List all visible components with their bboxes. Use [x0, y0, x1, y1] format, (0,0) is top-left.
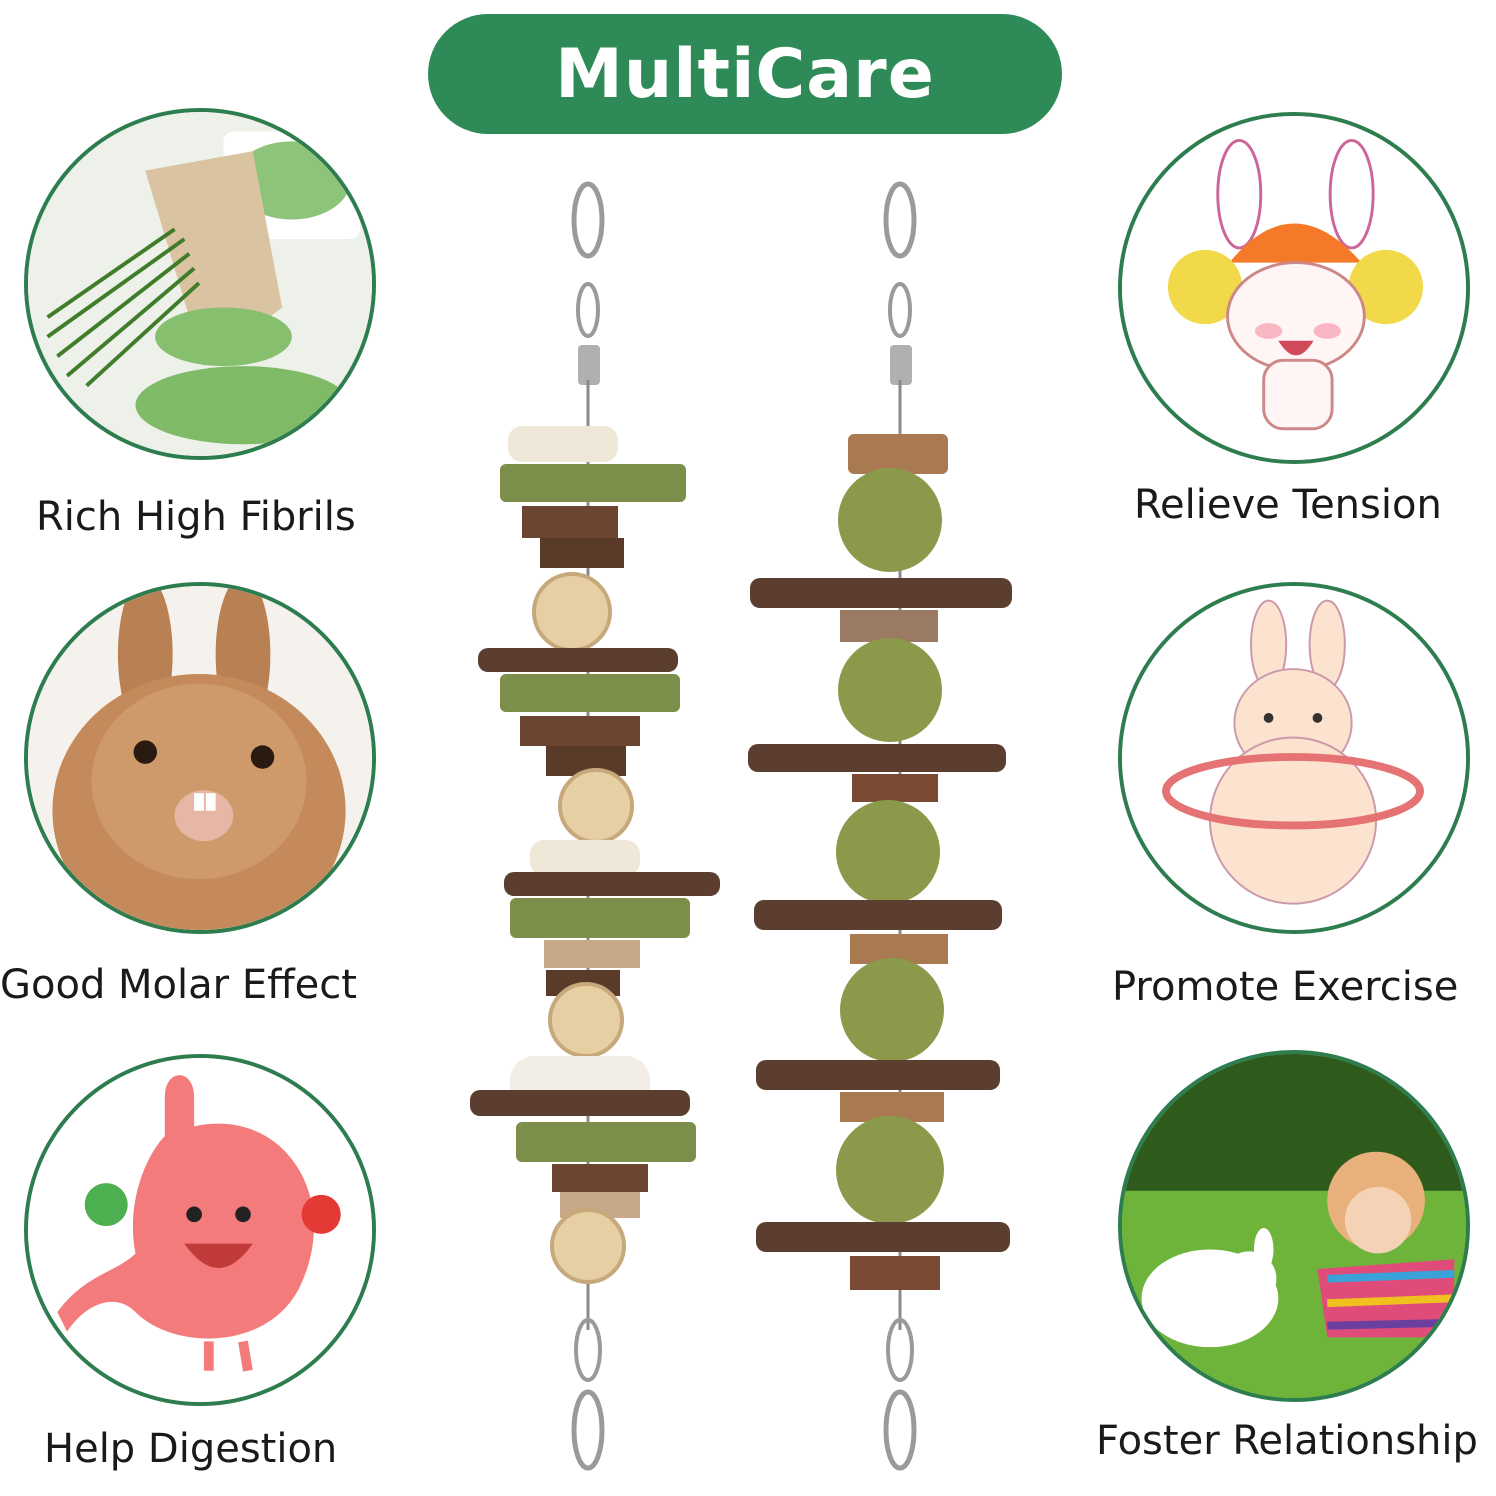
feature-image-fibrils [24, 108, 376, 460]
feature-label-molar: Good Molar Effect [0, 962, 357, 1008]
feature-label-digestion: Help Digestion [44, 1426, 338, 1472]
feature-image-exercise [1118, 582, 1470, 934]
title-banner: MultiCare [428, 14, 1062, 134]
chew-toy-right [748, 181, 1012, 1471]
feature-image-digestion [24, 1054, 376, 1406]
feature-image-relationship [1118, 1050, 1470, 1402]
grass-powder-icon [28, 112, 372, 456]
feature-label-relationship: Foster Relationship [1096, 1418, 1478, 1464]
chew-toy-left [470, 181, 720, 1471]
cheering-bunny-icon [1122, 116, 1466, 460]
hula-hoop-bunny-icon [1122, 586, 1466, 930]
child-with-rabbit-icon [1122, 1054, 1466, 1398]
rabbit-teeth-icon [28, 586, 372, 930]
feature-label-fibrils: Rich High Fibrils [36, 494, 356, 540]
feature-label-exercise: Promote Exercise [1112, 964, 1459, 1010]
page-title: MultiCare [555, 34, 935, 114]
feature-label-tension: Relieve Tension [1134, 482, 1442, 528]
feature-image-tension [1118, 112, 1470, 464]
happy-stomach-icon [28, 1058, 372, 1402]
feature-image-molar [24, 582, 376, 934]
